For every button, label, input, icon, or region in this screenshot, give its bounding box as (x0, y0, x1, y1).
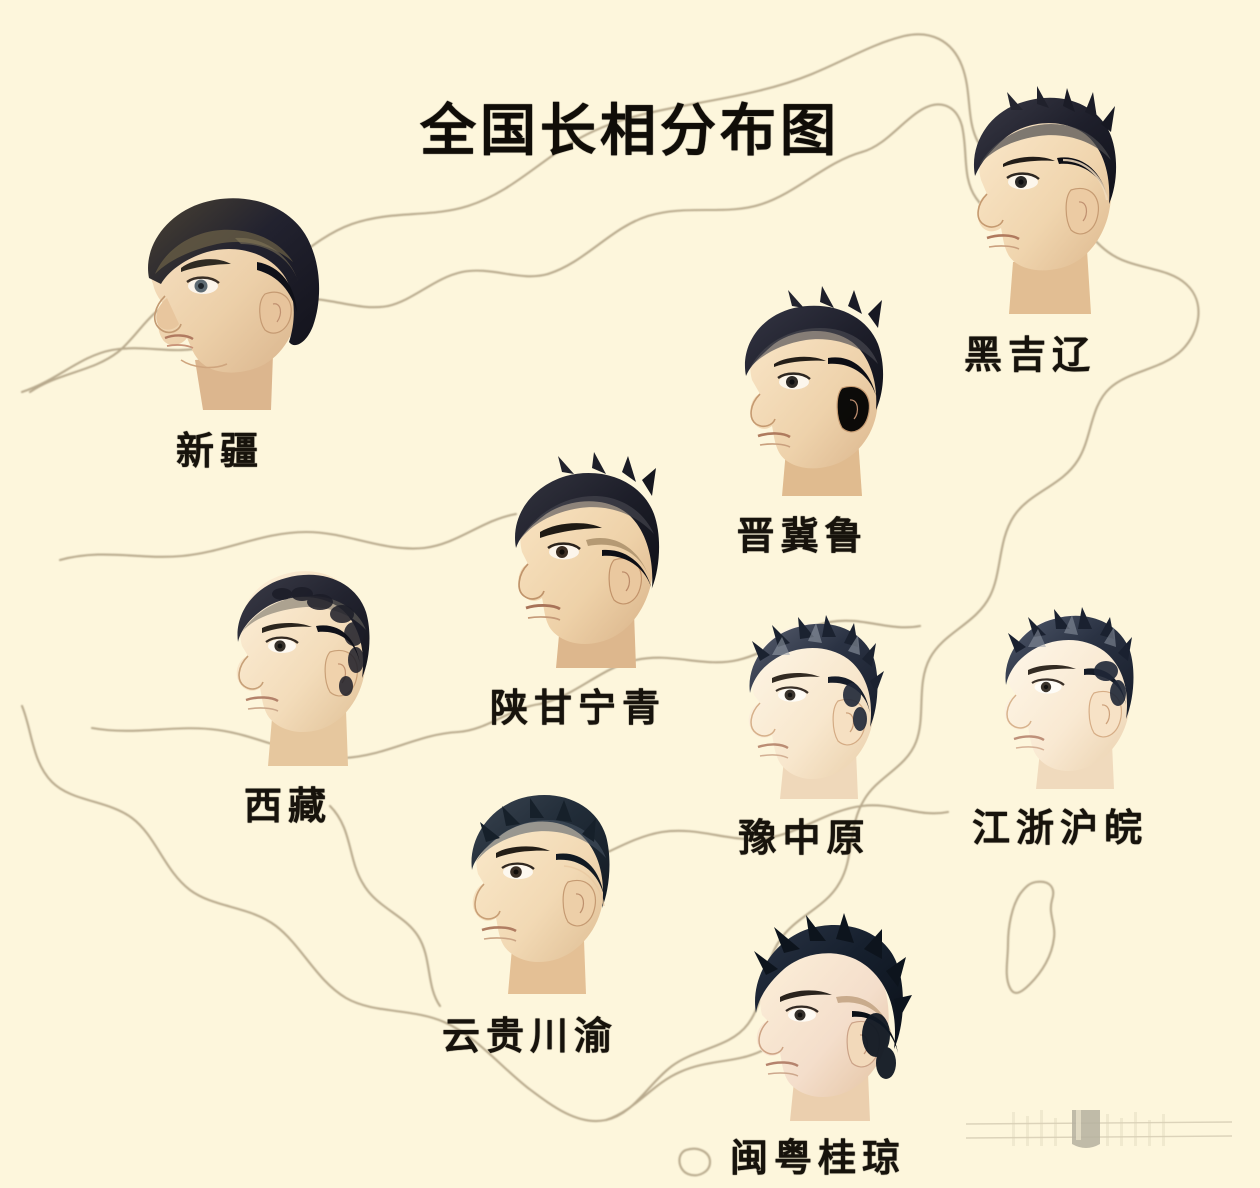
watermark (965, 1110, 1233, 1148)
region-minyueguiqiong[interactable]: 闽粤桂琼 (718, 895, 918, 1182)
region-jinjilu[interactable]: 晋冀鲁 (700, 278, 905, 560)
male-profile-portrait-icon (744, 286, 884, 496)
male-profile-portrait-icon (748, 615, 884, 799)
male-profile-portrait-icon (471, 795, 610, 994)
page-title: 全国长相分布图 (420, 101, 840, 163)
region-label: 江浙沪皖 (971, 808, 1148, 850)
male-profile-portrait-icon (973, 86, 1117, 314)
region-label: 晋冀鲁 (736, 516, 869, 558)
region-yunguichuanyu[interactable]: 云贵川渝 (430, 758, 630, 1060)
region-yuzhongyuan[interactable]: 豫中原 (712, 585, 897, 862)
region-shaanganningqing[interactable]: 陕甘宁青 (468, 440, 688, 732)
region-label: 云贵川渝 (441, 1016, 618, 1058)
region-heijiliao[interactable]: 黑吉辽 (925, 62, 1135, 379)
region-label: 新疆 (175, 431, 264, 473)
region-label: 陕甘宁青 (489, 688, 666, 730)
region-label: 西藏 (243, 786, 332, 828)
region-label: 闽粤桂琼 (729, 1138, 906, 1180)
male-profile-portrait-icon (754, 913, 912, 1121)
region-label: 黑吉辽 (963, 335, 1096, 377)
male-profile-portrait-icon (148, 198, 320, 410)
male-profile-portrait-icon (1004, 607, 1134, 789)
male-profile-portrait-icon (236, 571, 370, 766)
region-label: 豫中原 (738, 818, 871, 860)
region-xizang[interactable]: 西藏 (198, 528, 378, 830)
region-jiangzhehuwan[interactable]: 江浙沪皖 (970, 575, 1150, 852)
region-xinjiang[interactable]: 新疆 (95, 178, 345, 475)
male-profile-portrait-icon (515, 452, 660, 668)
